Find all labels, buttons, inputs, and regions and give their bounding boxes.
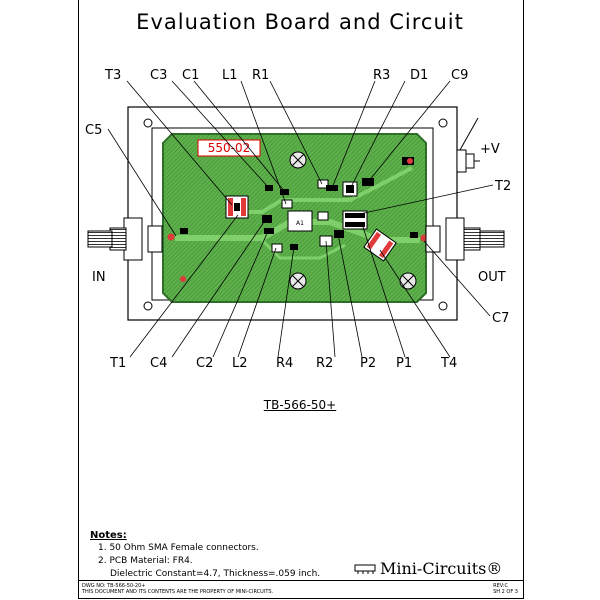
- part-number-text: TB-566-50+: [263, 398, 337, 412]
- revision: REV:C: [493, 583, 508, 589]
- label-c4: C4: [150, 356, 167, 371]
- transformer-t3: [225, 195, 249, 219]
- sma-connector-out: [425, 217, 505, 261]
- notes-heading: Notes:: [90, 530, 127, 541]
- note-item-1: 1. 50 Ohm SMA Female connectors.: [98, 543, 259, 553]
- notes-section: Notes: 1. 50 Ohm SMA Female connectors. …: [90, 529, 320, 581]
- drawing-number: DWG NO: TB-566-50-20+: [82, 583, 146, 589]
- transformer-t4: [363, 228, 397, 262]
- label-r1: R1: [252, 68, 269, 83]
- board-marking: 550-02: [208, 141, 251, 155]
- chip-label: A1: [296, 220, 304, 227]
- label-r4: R4: [276, 356, 293, 371]
- label-t1: T1: [109, 356, 126, 371]
- dc-feedthrough: [456, 117, 480, 173]
- transformer-t2: [342, 210, 368, 230]
- label-t4: T4: [440, 356, 457, 371]
- mini-circuits-logo-icon: [354, 564, 376, 574]
- label-r3: R3: [373, 68, 390, 83]
- label-c1: C1: [182, 68, 199, 83]
- amplifier-a1: A1: [287, 210, 313, 232]
- label-in: IN: [92, 270, 106, 285]
- title-block-left: DWG NO: TB-566-50-20+ THIS DOCUMENT AND …: [82, 583, 273, 595]
- sheet-number: SH 2 OF 3: [493, 589, 518, 595]
- page-title: Evaluation Board and Circuit: [136, 10, 464, 34]
- label-r2: R2: [316, 356, 333, 371]
- component-labels: T3 C3 C1 L1 R1 R3 D1 C9 C5 +V T2 IN OUT …: [85, 68, 511, 371]
- label-plus-v: +V: [480, 142, 500, 157]
- label-c2: C2: [196, 356, 213, 371]
- leader-lines: [107, 80, 494, 358]
- label-c9: C9: [451, 68, 468, 83]
- label-p1: P1: [396, 356, 412, 371]
- screw-right: [399, 272, 417, 290]
- label-t2: T2: [494, 179, 511, 194]
- via-pad: [180, 276, 186, 282]
- label-l2: L2: [232, 356, 248, 371]
- property-notice: THIS DOCUMENT AND ITS CONTENTS ARE THE P…: [82, 589, 274, 595]
- title-block-right: REV:C SH 2 OF 3: [493, 583, 518, 595]
- label-d1: D1: [410, 68, 428, 83]
- label-c3: C3: [150, 68, 167, 83]
- label-c5: C5: [85, 123, 102, 138]
- screw-top: [289, 151, 307, 169]
- note-item-2: 2. PCB Material: FR4.: [98, 556, 193, 566]
- pcb-board: 550-02 A1: [162, 133, 428, 303]
- dc-feed-pin: [402, 157, 414, 165]
- part-number: TB-566-50+: [0, 398, 600, 412]
- screw-bottom: [289, 272, 307, 290]
- label-p2: P2: [360, 356, 376, 371]
- title-block: DWG NO: TB-566-50-20+ THIS DOCUMENT AND …: [78, 580, 524, 599]
- label-out: OUT: [478, 270, 506, 285]
- label-l1: L1: [222, 68, 238, 83]
- company-logo: Mini-Circuits®: [380, 559, 503, 578]
- label-c7: C7: [492, 311, 509, 326]
- label-t3: T3: [104, 68, 121, 83]
- note-item-2-continuation: Dielectric Constant=4.7, Thickness=.059 …: [110, 569, 321, 579]
- drawing-sheet-frame: [78, 0, 524, 599]
- sma-connector-in: [87, 217, 163, 261]
